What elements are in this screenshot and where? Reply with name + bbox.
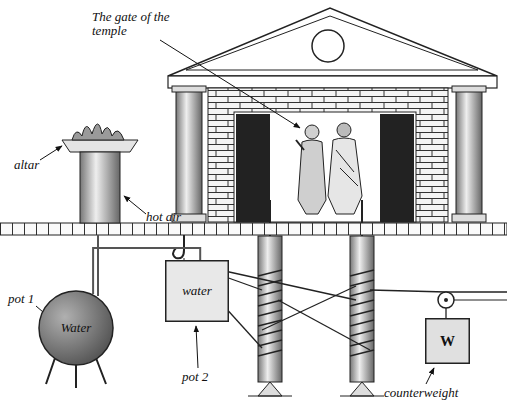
node-text: water <box>182 283 212 299</box>
hot-air-label: hot air <box>146 210 181 224</box>
pot-1-label: pot 1 <box>8 292 34 306</box>
node-text: W <box>440 333 455 350</box>
water-pot-bucket: water <box>165 260 229 322</box>
altar-label: altar <box>14 158 39 172</box>
gate-label: The gate of the temple <box>92 10 172 39</box>
counterweight-box: W <box>425 318 470 364</box>
counterweight-label: counterweight <box>384 386 458 400</box>
water-pot-sphere: Water <box>38 290 114 366</box>
node-text: Water <box>61 320 92 336</box>
pot-2-label: pot 2 <box>182 370 208 384</box>
